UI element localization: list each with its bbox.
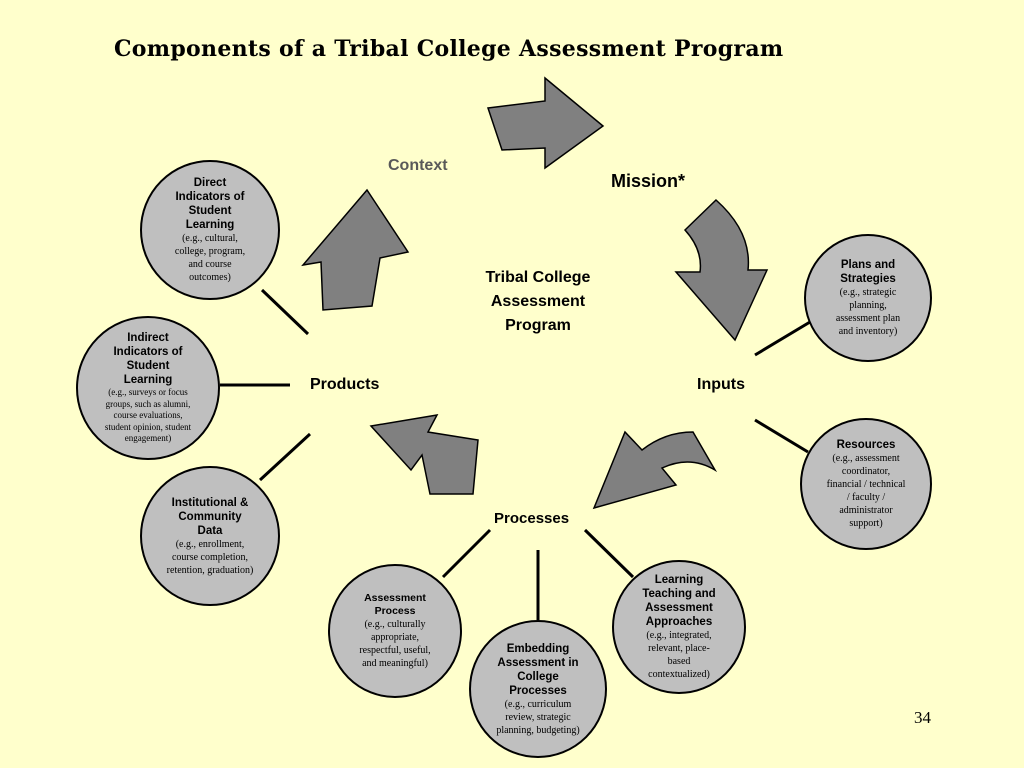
circle-heading: Data <box>197 524 223 537</box>
circle-detail: student opinion, student <box>104 421 192 432</box>
connector-lines <box>220 288 811 620</box>
circle-detail: groups, such as alumni, <box>105 398 191 409</box>
circle-heading: Process <box>374 605 416 617</box>
circle-detail: / faculty / <box>846 492 886 503</box>
circle-detail: review, strategic <box>505 711 571 723</box>
indirect-indicators-circle: Indirect Indicators of Student Learning … <box>76 316 220 460</box>
arrow-inputs-to-processes <box>592 430 718 510</box>
embedding-assessment-circle: Embedding Assessment in College Processe… <box>469 620 607 758</box>
circle-detail: administrator <box>839 505 893 516</box>
slide-title: Components of a Tribal College Assessmen… <box>114 36 784 62</box>
mission-label: Mission* <box>611 171 686 191</box>
circle-heading: College <box>517 670 559 683</box>
circle-heading: Resources <box>836 439 896 451</box>
arrow-context-to-mission <box>486 76 605 170</box>
arrow-processes-to-products <box>369 414 479 495</box>
circle-detail: course evaluations, <box>113 410 183 421</box>
circle-heading: Learning <box>185 219 235 231</box>
connector-institutional <box>258 432 312 482</box>
circle-detail: (e.g., culturally <box>364 619 426 630</box>
circle-detail: (e.g., integrated, <box>646 630 712 641</box>
circle-detail: relevant, place- <box>648 643 710 654</box>
circle-detail: assessment plan <box>835 313 901 324</box>
circle-heading: Strategies <box>840 273 896 285</box>
connector-assessment-process <box>441 528 492 579</box>
circle-detail: respectful, useful, <box>359 645 431 656</box>
inputs-label: Inputs <box>697 376 745 393</box>
center-label-line: Program <box>505 317 571 334</box>
circle-detail: engagement) <box>124 433 172 444</box>
plans-strategies-circle: Plans and Strategies (e.g., strategic pl… <box>804 234 932 362</box>
circle-detail: based <box>667 656 691 667</box>
circle-detail: appropriate, <box>370 632 420 643</box>
connector-direct <box>260 288 310 336</box>
circle-heading: Assessment <box>645 602 713 614</box>
circle-detail: outcomes) <box>189 272 231 283</box>
circle-heading: Indirect <box>127 332 169 345</box>
circle-detail: (e.g., strategic <box>839 287 897 298</box>
arrow-mission-to-inputs <box>674 198 769 342</box>
circle-heading: Community <box>178 510 242 523</box>
circle-heading: Processes <box>509 684 567 697</box>
circle-detail: course completion, <box>171 551 249 563</box>
circle-detail: planning, budgeting) <box>496 724 580 736</box>
circle-detail: (e.g., surveys or focus <box>108 387 188 398</box>
circle-heading: Plans and <box>840 259 896 271</box>
center-label-line: Tribal College <box>485 269 591 286</box>
circle-detail: college, program, <box>174 246 246 257</box>
direct-indicators-circle: Direct Indicators of Student Learning (e… <box>140 160 280 300</box>
connector-resources <box>754 418 809 454</box>
circle-detail: (e.g., enrollment, <box>175 538 245 550</box>
learning-teaching-circle: Learning Teaching and Assessment Approac… <box>612 560 746 694</box>
resources-circle: Resources (e.g., assessment coordinator,… <box>800 418 932 550</box>
circle-heading: Teaching and <box>642 588 716 600</box>
circle-heading: Assessment in <box>497 656 579 669</box>
circle-heading: Direct <box>193 177 227 189</box>
center-label-line: Assessment <box>490 293 586 310</box>
circle-detail: and course <box>188 259 232 270</box>
circle-heading: Learning <box>123 374 173 387</box>
assessment-process-circle: Assessment Process (e.g., culturally app… <box>328 564 462 698</box>
arrow-products-to-context <box>301 188 410 311</box>
page-number: 34 <box>914 708 931 727</box>
circle-detail: (e.g., assessment <box>832 453 900 464</box>
circle-heading: Indicators of <box>175 191 245 203</box>
circle-heading: Approaches <box>645 616 713 628</box>
connector-plans <box>754 320 811 357</box>
circle-detail: and inventory) <box>838 326 898 337</box>
center-label: Tribal College Assessment Program <box>458 266 618 338</box>
context-label: Context <box>388 157 448 174</box>
processes-label: Processes <box>494 510 570 527</box>
circle-heading: Institutional & <box>171 496 249 509</box>
circle-detail: (e.g., curriculum <box>504 698 572 710</box>
circle-heading: Student <box>188 205 232 217</box>
circle-detail: financial / technical <box>826 479 906 490</box>
circle-heading: Indicators of <box>113 346 183 359</box>
products-label: Products <box>310 376 380 393</box>
circle-detail: retention, graduation) <box>166 564 254 576</box>
institutional-data-circle: Institutional & Community Data (e.g., en… <box>140 466 280 606</box>
circle-heading: Learning <box>654 574 704 586</box>
circle-detail: (e.g., cultural, <box>182 233 238 244</box>
circle-detail: and meaningful) <box>362 658 428 669</box>
circle-detail: planning, <box>849 300 887 311</box>
circle-heading: Embedding <box>506 642 570 655</box>
circle-detail: support) <box>849 518 883 529</box>
circle-heading: Assessment <box>364 592 426 604</box>
circle-detail: contextualized) <box>648 669 710 680</box>
circle-heading: Student <box>126 360 170 373</box>
circle-detail: coordinator, <box>841 466 891 477</box>
connector-learning <box>583 528 635 579</box>
